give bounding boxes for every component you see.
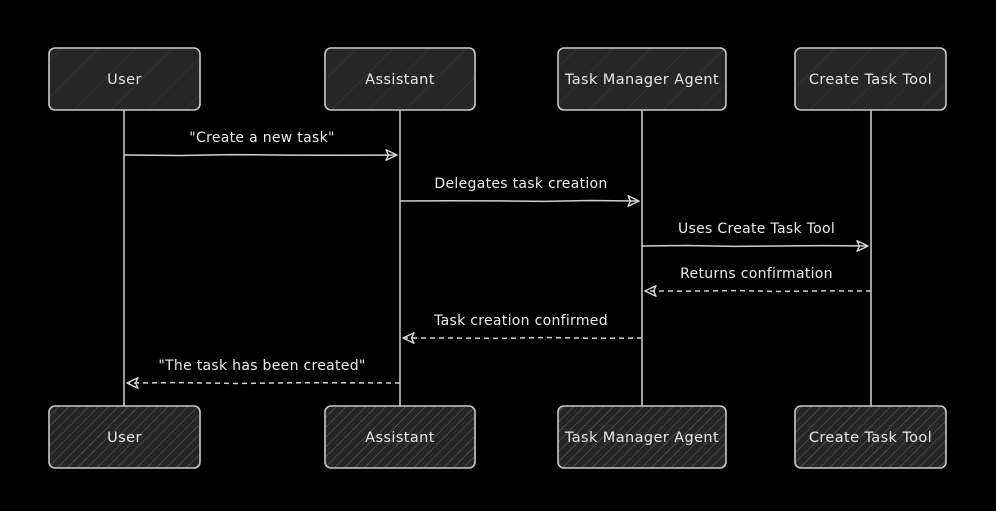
actor-box-top-user[interactable]: User	[48, 47, 201, 111]
actor-box-top-create_tool[interactable]: Create Task Tool	[794, 47, 947, 111]
actor-label-user: User	[107, 72, 142, 88]
actor-box-bottom-user[interactable]: User	[48, 405, 201, 469]
arrowhead-5	[402, 332, 415, 344]
message-line-2	[399, 199, 640, 203]
message-label-4: Returns confirmation	[680, 266, 833, 282]
message-line-5	[403, 336, 643, 340]
message-6[interactable]: "The task has been created"	[126, 358, 401, 389]
message-label-6: "The task has been created"	[158, 358, 365, 374]
actor-label-assistant: Assistant	[365, 430, 435, 446]
message-1[interactable]: "Create a new task"	[123, 130, 398, 161]
message-line-1	[123, 153, 398, 157]
actor-box-bottom-create_tool[interactable]: Create Task Tool	[794, 405, 947, 469]
message-label-3: Uses Create Task Tool	[678, 221, 835, 237]
lifelines-group	[123, 110, 872, 406]
actor-label-create_tool: Create Task Tool	[809, 430, 932, 446]
actor-label-task_manager: Task Manager Agent	[564, 72, 719, 88]
message-line-4	[644, 289, 872, 293]
messages-group: "Create a new task" Delegates task creati…	[123, 130, 872, 389]
message-label-1: "Create a new task"	[189, 130, 334, 146]
message-2[interactable]: Delegates task creation	[399, 176, 640, 207]
actor-label-create_tool: Create Task Tool	[809, 72, 932, 88]
actor-label-user: User	[107, 430, 142, 446]
message-5[interactable]: Task creation confirmed	[402, 313, 643, 344]
actor-box-top-assistant[interactable]: Assistant	[324, 47, 476, 111]
arrowhead-4	[644, 285, 657, 297]
message-line-6	[126, 381, 401, 385]
actor-box-bottom-task_manager[interactable]: Task Manager Agent	[557, 405, 727, 469]
arrowhead-1	[385, 149, 398, 161]
message-label-5: Task creation confirmed	[433, 313, 608, 329]
actor-label-assistant: Assistant	[365, 72, 435, 88]
bottom-actor-boxes: User Assistant Task Manager Agent Create Ta…	[48, 405, 947, 469]
arrowhead-6	[126, 377, 139, 389]
message-3[interactable]: Uses Create Task Tool	[641, 221, 869, 252]
message-line-3	[641, 244, 869, 248]
actor-box-bottom-assistant[interactable]: Assistant	[324, 405, 476, 469]
arrowhead-2	[627, 195, 640, 207]
actor-box-top-task_manager[interactable]: Task Manager Agent	[557, 47, 727, 111]
actor-label-task_manager: Task Manager Agent	[564, 430, 719, 446]
arrowhead-3	[856, 240, 869, 252]
message-label-2: Delegates task creation	[434, 176, 607, 192]
top-actor-boxes: User Assistant Task Manager Agent Create Ta…	[48, 47, 947, 111]
message-4[interactable]: Returns confirmation	[644, 266, 872, 297]
